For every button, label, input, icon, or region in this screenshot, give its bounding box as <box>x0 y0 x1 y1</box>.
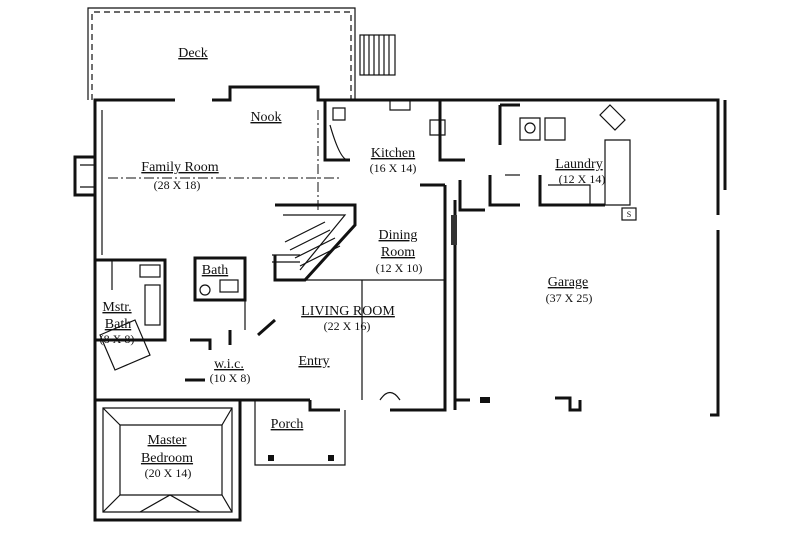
room-labels: Deck Nook Family Room (28 X 18) Kitchen … <box>100 46 632 480</box>
mstr-bath-dims: (8 X 8) <box>100 332 135 346</box>
mstr-bath-label-1: Mstr. <box>102 300 131 315</box>
kitchen-dims: (16 X 14) <box>370 161 417 175</box>
laundry-dims: (12 X 14) <box>559 172 606 186</box>
wic-dims: (10 X 8) <box>210 371 251 385</box>
garage-label: Garage <box>548 275 588 290</box>
garage-dims: (37 X 25) <box>546 291 593 305</box>
nook-label: Nook <box>250 110 281 125</box>
master-bedroom-dims: (20 X 14) <box>145 466 192 480</box>
bath-label: Bath <box>202 263 228 278</box>
garage-tag-label: S <box>627 210 631 219</box>
laundry-label: Laundry <box>555 157 602 172</box>
dining-room-label-1: Dining <box>379 228 418 243</box>
deck-outline <box>87 7 396 100</box>
dining-room-dims: (12 X 10) <box>376 261 423 275</box>
family-room-label: Family Room <box>141 160 219 175</box>
dashed-room-dividers <box>108 110 340 210</box>
porch-label: Porch <box>271 417 304 432</box>
mstr-bath-label-2: Bath <box>105 317 131 332</box>
family-room-dims: (28 X 18) <box>154 178 201 192</box>
dining-room-label-2: Room <box>381 245 415 260</box>
living-room-label: LIVING ROOM <box>301 304 395 319</box>
master-bedroom-label-1: Master <box>148 433 187 448</box>
living-room-dims: (22 X 16) <box>324 319 371 333</box>
interior-walls <box>93 100 637 522</box>
kitchen-label: Kitchen <box>371 146 415 161</box>
master-bedroom-label-2: Bedroom <box>141 451 193 466</box>
deck-label: Deck <box>178 46 208 61</box>
exterior-walls <box>73 85 727 417</box>
entry-label: Entry <box>298 354 329 369</box>
wic-label: w.i.c. <box>214 357 244 372</box>
